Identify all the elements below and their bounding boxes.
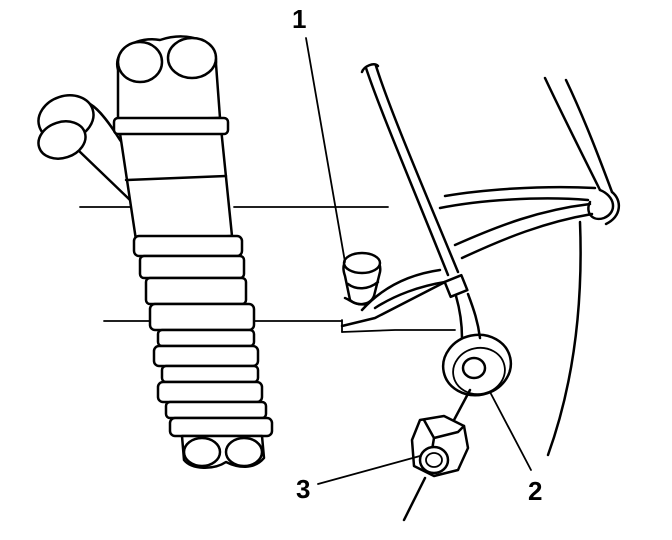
sensor-cable [360, 63, 482, 340]
bolt [402, 388, 472, 522]
callout-3: 3 [296, 474, 310, 504]
callout-1: 1 [292, 4, 306, 34]
ring-terminal [441, 333, 513, 397]
grommet-plug [342, 251, 382, 306]
shock-absorber [37, 35, 274, 469]
leader-lines [305, 37, 532, 485]
callout-2: 2 [528, 476, 542, 506]
body-panel [340, 76, 620, 457]
